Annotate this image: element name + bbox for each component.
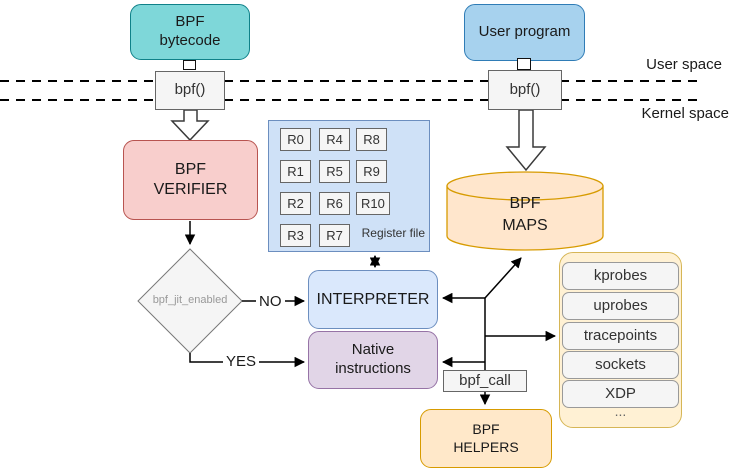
- register-file-panel: R0 R1 R2 R3 R4 R5 R6 R7 R8 R9 R10 Regist…: [268, 120, 430, 252]
- user-program-node: User program: [464, 4, 585, 61]
- edge-label-no: NO: [256, 293, 285, 310]
- bytecode-syscall-connector: [183, 60, 196, 70]
- bpf-syscall-right-node: bpf(): [488, 70, 562, 110]
- edge-label-yes: YES: [223, 353, 260, 370]
- register-r5: R5: [319, 160, 350, 183]
- register-r2: R2: [280, 192, 311, 215]
- register-r8: R8: [356, 128, 387, 151]
- hook-ellipsis-label: ...: [614, 403, 627, 419]
- hook-uprobes: uprobes: [562, 292, 679, 320]
- kernel-space-label: Kernel space: [641, 105, 729, 122]
- hook-sockets: sockets: [562, 351, 679, 379]
- bpf-call-label-node: bpf_call: [443, 370, 527, 392]
- register-r6: R6: [319, 192, 350, 215]
- bpf-syscall-left-node: bpf(): [155, 71, 225, 110]
- interpreter-node: INTERPRETER: [308, 270, 438, 329]
- register-r0: R0: [280, 128, 311, 151]
- bpf-maps-label: BPF MAPS: [502, 195, 548, 234]
- bpf-verifier-node: BPF VERIFIER: [123, 140, 258, 220]
- bpf-helpers-node: BPF HELPERS: [420, 409, 552, 468]
- bpf-bytecode-node: BPF bytecode: [130, 4, 250, 60]
- register-r9: R9: [356, 160, 387, 183]
- register-r7: R7: [319, 224, 350, 247]
- jit-decision-label: bpf_jit_enabled: [152, 294, 228, 306]
- bpf-maps-cylinder: [446, 171, 604, 251]
- junction-to-maps-edge: [484, 257, 522, 299]
- hook-kprobes: kprobes: [562, 262, 679, 290]
- syscall-down-arrow-right: [505, 109, 547, 172]
- user-space-label: User space: [646, 56, 722, 73]
- register-r4: R4: [319, 128, 350, 151]
- hook-tracepoints: tracepoints: [562, 322, 679, 350]
- register-r1: R1: [280, 160, 311, 183]
- userprogram-syscall-connector: [517, 58, 531, 70]
- syscall-down-arrow-left: [170, 109, 210, 142]
- hook-points-panel: kprobes uprobes tracepoints sockets XDP …: [559, 252, 682, 428]
- register-r10: R10: [356, 192, 390, 215]
- jit-yes-edge: [189, 353, 306, 368]
- register-r3: R3: [280, 224, 311, 247]
- hook-xdp: XDP: [562, 380, 679, 408]
- register-file-label: Register file: [361, 226, 425, 240]
- native-instructions-node: Native instructions: [308, 331, 438, 389]
